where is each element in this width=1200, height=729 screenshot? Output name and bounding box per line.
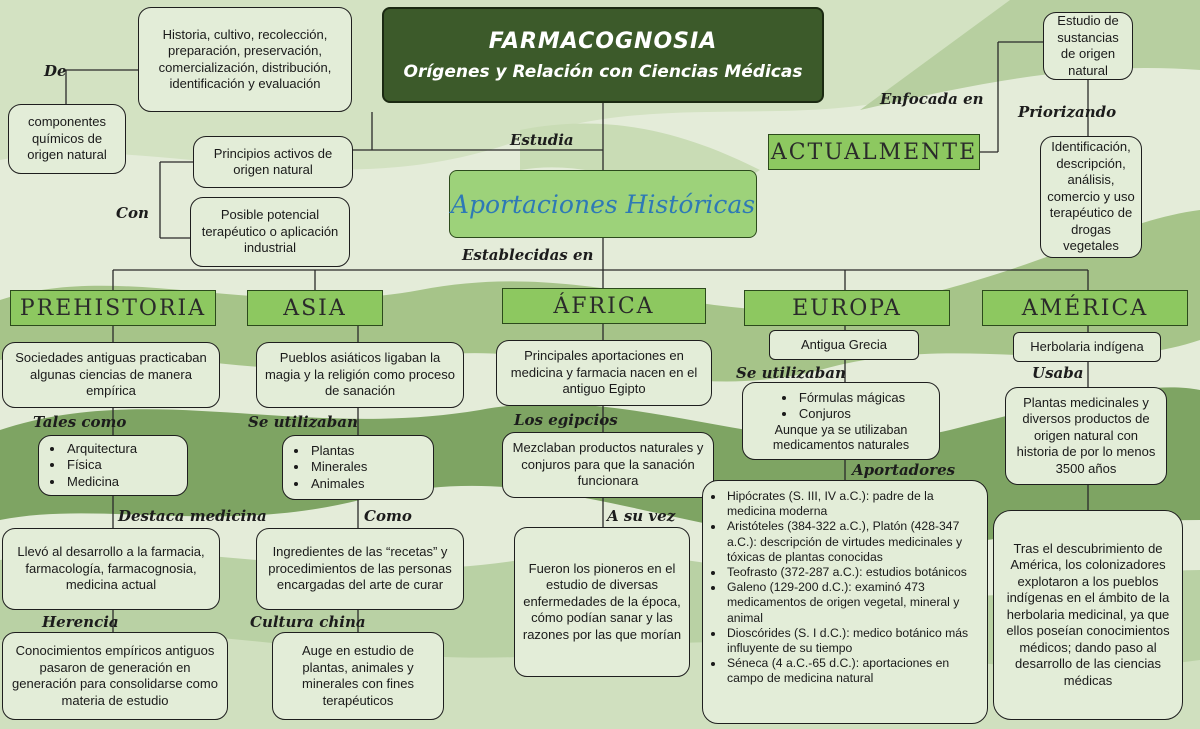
main-subtitle: Orígenes y Relación con Ciencias Médicas (403, 61, 803, 82)
list-item: Arquitectura (65, 441, 137, 458)
principios-text: Principios activos de origen natural (213, 145, 333, 178)
africa-box-2: Mezclaban productos naturales y conjuros… (502, 432, 714, 498)
asia-box-1: Pueblos asiáticos ligaban la magia y la … (256, 342, 464, 408)
a-su-vez-label: A su vez (607, 507, 676, 525)
africa-box-1: Principales aportaciones en medicina y f… (496, 340, 712, 406)
aportadores-box: Hipócrates (S. III, IV a.C.): padre de l… (702, 480, 988, 724)
list-item: Minerales (309, 459, 367, 476)
list-item: Animales (309, 476, 367, 493)
europa-box-1: Antigua Grecia (769, 330, 919, 360)
historia-text: Historia, cultivo, recolección, preparac… (158, 26, 332, 92)
tales-como-label: Tales como (33, 413, 127, 431)
prehistoria-box-4-text: Conocimientos empíricos antiguos pasaron… (12, 643, 218, 708)
america-box-1: Herbolaria indígena (1013, 332, 1161, 362)
list-item: Hipócrates (S. III, IV a.C.): padre de l… (725, 489, 981, 519)
identificacion-text: Identificación, descripción, análisis, c… (1047, 139, 1135, 254)
list-item: Medicina (65, 474, 137, 491)
con-label: Con (116, 204, 149, 222)
region-europa: EUROPA (744, 290, 950, 326)
destaca-medicina-label: Destaca medicina (118, 507, 267, 525)
region-asia: ASIA (247, 290, 383, 326)
prehistoria-box-1: Sociedades antiguas practicaban algunas … (2, 342, 220, 408)
cultura-china-label: Cultura china (250, 613, 366, 631)
list-item: Plantas (309, 443, 367, 460)
list-item: Fórmulas mágicas (797, 390, 905, 407)
asia-se-utilizaban-label: Se utilizaban (248, 413, 358, 431)
priorizando-label: Priorizando (1018, 103, 1117, 121)
prehistoria-box-1-text: Sociedades antiguas practicaban algunas … (15, 350, 207, 399)
aportadores-list: Hipócrates (S. III, IV a.C.): padre de l… (709, 489, 981, 687)
region-prehistoria: PREHISTORIA (10, 290, 216, 326)
enfocada-label: Enfocada en (880, 90, 984, 108)
de-label: De (44, 62, 67, 80)
asia-box-3: Ingredientes de las “recetas” y procedim… (256, 528, 464, 610)
asia-box-4-text: Auge en estudio de plantas, animales y m… (301, 643, 415, 708)
africa-box-3-text: Fueron los pioneros en el estudio de div… (522, 560, 682, 642)
main-title: FARMACOGNOSIA (488, 28, 718, 54)
estudio-sustancias-text: Estudio de sustancias de origen natural (1057, 13, 1119, 78)
africa-box-2-text: Mezclaban productos naturales y conjuros… (512, 440, 704, 489)
estudio-sustancias-box: Estudio de sustancias de origen natural (1043, 12, 1133, 80)
america-box-3-text: Tras el descubrimiento de América, los c… (1006, 540, 1170, 688)
list-item: Dioscórides (S. I d.C.): medico botánico… (725, 626, 981, 656)
usaba-label: Usaba (1032, 364, 1084, 382)
prehistoria-box-3-text: Llevó al desarrollo a la farmacia, farma… (17, 544, 205, 593)
prehistoria-list-box: Arquitectura Física Medicina (38, 435, 188, 496)
list-item: Conjuros (797, 406, 905, 423)
estudia-label: Estudia (510, 131, 574, 149)
main-title-box: FARMACOGNOSIA Orígenes y Relación con Ci… (382, 7, 824, 103)
potencial-box: Posible potencial terapéutico o aplicaci… (190, 197, 350, 267)
componentes-text: componentes químicos de origen natural (27, 114, 107, 163)
europa-box-2: Fórmulas mágicas Conjuros Aunque ya se u… (742, 382, 940, 460)
asia-box-3-text: Ingredientes de las “recetas” y procedim… (268, 544, 452, 593)
prehistoria-box-4: Conocimientos empíricos antiguos pasaron… (2, 632, 228, 720)
america-box-3: Tras el descubrimiento de América, los c… (993, 510, 1183, 720)
como-label: Como (364, 507, 412, 525)
asia-box-1-text: Pueblos asiáticos ligaban la magia y la … (264, 350, 456, 399)
asia-list-box: Plantas Minerales Animales (282, 435, 434, 500)
establecidas-label: Establecidas en (462, 246, 594, 264)
list-item: Física (65, 457, 137, 474)
europa-se-utilizaban-label: Se utilizaban (736, 364, 846, 382)
list-item: Séneca (4 a.C.-65 d.C.): aportaciones en… (725, 656, 981, 686)
aportaciones-historicas: Aportaciones Históricas (449, 170, 757, 238)
america-box-1-text: Herbolaria indígena (1030, 338, 1144, 354)
prehistoria-list: Arquitectura Física Medicina (45, 441, 137, 491)
africa-box-1-text: Principales aportaciones en medicina y f… (510, 348, 698, 397)
europa-box-2-note: Aunque ya se utilizaban medicamentos nat… (772, 422, 910, 452)
historia-box: Historia, cultivo, recolección, preparac… (138, 7, 352, 112)
region-america: AMÉRICA (982, 290, 1188, 326)
europa-box-1-text: Antigua Grecia (801, 336, 887, 352)
aportadores-label: Aportadores (852, 461, 956, 479)
identificacion-box: Identificación, descripción, análisis, c… (1040, 136, 1142, 258)
componentes-box: componentes químicos de origen natural (8, 104, 126, 174)
america-box-2-text: Plantas medicinales y diversos productos… (1016, 394, 1156, 476)
list-item: Teofrasto (372-287 a.C.): estudios botán… (725, 565, 981, 580)
prehistoria-box-3: Llevó al desarrollo a la farmacia, farma… (2, 528, 220, 610)
europa-list: Fórmulas mágicas Conjuros (777, 390, 905, 423)
actualmente-header: ACTUALMENTE (768, 134, 980, 170)
potencial-text: Posible potencial terapéutico o aplicaci… (201, 207, 339, 256)
los-egipcios-label: Los egipcios (514, 411, 618, 429)
america-box-2: Plantas medicinales y diversos productos… (1005, 387, 1167, 485)
list-item: Galeno (129-200 d.C.): examinó 473 medic… (725, 580, 981, 626)
region-africa: ÁFRICA (502, 288, 706, 324)
asia-box-4: Auge en estudio de plantas, animales y m… (272, 632, 444, 720)
africa-box-3: Fueron los pioneros en el estudio de div… (514, 527, 690, 677)
principios-box: Principios activos de origen natural (193, 136, 353, 188)
herencia-label: Herencia (42, 613, 119, 631)
asia-list: Plantas Minerales Animales (289, 443, 367, 493)
list-item: Aristóteles (384-322 a.C.), Platón (428-… (725, 519, 981, 565)
